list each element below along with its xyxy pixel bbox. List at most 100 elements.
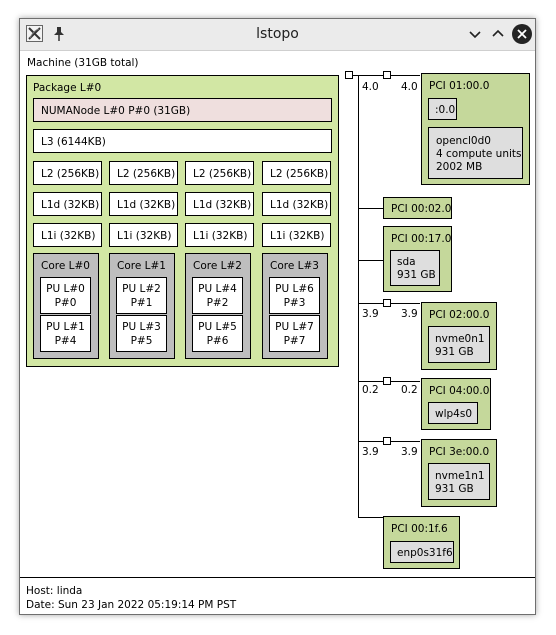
lstopo-window: lstopo Machine (31GB total) Package L#0 … (19, 18, 536, 615)
pu-label: PU L#2 (122, 283, 161, 295)
link-speed: 3.9 (362, 446, 379, 458)
pu-label: PU L#4 (198, 283, 237, 295)
app-x-icon[interactable] (26, 25, 43, 42)
l1i-cache: L1i (32KB) (109, 223, 178, 247)
pci-device-00-02-0[interactable]: PCI 00:02.0 (383, 197, 452, 219)
pu-label: PU L#7 (275, 321, 314, 333)
os-device-label: :0.0 (435, 104, 456, 116)
l3-label: L3 (6144KB) (41, 136, 106, 148)
l1d-cache: L1d (32KB) (33, 192, 102, 216)
l1d-cache: L1d (32KB) (109, 192, 178, 216)
package-label: Package L#0 (33, 82, 102, 94)
bridge-link (391, 441, 420, 442)
l1i-cache: L1i (32KB) (262, 223, 331, 247)
os-device-sda[interactable]: sda 931 GB (390, 250, 440, 286)
os-device-detail: 931 GB (435, 483, 474, 495)
minimize-button[interactable] (466, 25, 484, 43)
host-bridge (345, 71, 353, 79)
close-icon (517, 29, 527, 39)
os-device-detail: 2002 MB (436, 161, 483, 173)
os-device-label: nvme1n1 (435, 470, 485, 482)
os-device-detail: 931 GB (397, 269, 436, 281)
close-button[interactable] (512, 24, 532, 44)
machine-label: Machine (31GB total) (27, 57, 139, 69)
os-device-label: wlp4s0 (435, 408, 473, 420)
date-label: Date: Sun 23 Jan 2022 05:19:14 PM PST (26, 599, 237, 611)
pu-os-index: P#0 (54, 297, 77, 309)
bridge-link (358, 75, 383, 76)
footer-separator (20, 577, 535, 578)
l2-label: L2 (256KB) (117, 168, 176, 180)
os-device-nvme1n1[interactable]: nvme1n1 931 GB (428, 463, 490, 500)
os-device-label: nvme0n1 (435, 333, 485, 345)
numa-label: NUMANode L#0 P#0 (31GB) (41, 105, 191, 117)
l2-label: L2 (256KB) (41, 168, 100, 180)
pu-os-index: P#4 (54, 335, 77, 347)
pu-os-index: P#3 (283, 297, 306, 309)
pci-label: PCI 02:00.0 (429, 309, 490, 321)
l1i-label: L1i (32KB) (117, 230, 172, 242)
core-label: Core L#0 (41, 260, 90, 272)
l1d-label: L1d (32KB) (270, 199, 329, 211)
os-device-wlp4s0[interactable]: wlp4s0 (428, 402, 478, 424)
l2-label: L2 (256KB) (270, 168, 329, 180)
l2-label: L2 (256KB) (193, 168, 252, 180)
l1d-cache: L1d (32KB) (185, 192, 254, 216)
os-device[interactable]: :0.0 (428, 98, 457, 120)
pu-label: PU L#3 (122, 321, 161, 333)
bus-link (358, 208, 383, 209)
l1i-cache: L1i (32KB) (185, 223, 254, 247)
os-device-label: sda (397, 256, 416, 268)
pu-os-index: P#5 (130, 335, 153, 347)
os-device-nvme0n1[interactable]: nvme0n1 931 GB (428, 326, 490, 363)
maximize-button[interactable] (489, 25, 507, 43)
bus-link (358, 517, 383, 518)
bridge-link (358, 303, 383, 304)
os-device-opencl[interactable]: opencl0d0 4 compute units 2002 MB (428, 127, 523, 179)
pci-label: PCI 00:17.0 (391, 233, 452, 245)
l1d-label: L1d (32KB) (41, 199, 100, 211)
pu-os-index: P#6 (206, 335, 229, 347)
core-label: Core L#2 (193, 260, 242, 272)
l1d-label: L1d (32KB) (193, 199, 252, 211)
os-device-enp0s31f6[interactable]: enp0s31f6 (390, 541, 454, 563)
l2-cache: L2 (256KB) (185, 161, 254, 185)
l1i-cache: L1i (32KB) (33, 223, 102, 247)
pci-bridge (383, 437, 391, 445)
pci-bridge (383, 299, 391, 307)
core-label: Core L#1 (117, 260, 166, 272)
bridge-link (398, 75, 420, 76)
bridge-link (358, 441, 383, 442)
pu-label: PU L#5 (198, 321, 237, 333)
pu-label: PU L#1 (46, 321, 85, 333)
link-speed: 3.9 (401, 446, 418, 458)
l3-cache: L3 (6144KB) (33, 129, 332, 153)
os-device-label: opencl0d0 (436, 135, 491, 147)
pci-bridge (383, 71, 391, 79)
l1i-label: L1i (32KB) (270, 230, 325, 242)
bus-link (358, 260, 383, 261)
numa-node: NUMANode L#0 P#0 (31GB) (33, 98, 332, 122)
bridge-link (353, 75, 358, 76)
link-speed: 0.2 (362, 384, 379, 396)
pu-label: PU L#6 (275, 283, 314, 295)
link-speed: 4.0 (401, 81, 418, 93)
l1d-cache: L1d (32KB) (262, 192, 331, 216)
core-label: Core L#3 (270, 260, 319, 272)
title-bar[interactable]: lstopo (20, 19, 535, 51)
l2-cache: L2 (256KB) (262, 161, 331, 185)
bridge-link (391, 75, 398, 76)
os-device-label: enp0s31f6 (397, 547, 453, 559)
link-speed: 4.0 (362, 81, 379, 93)
l1i-label: L1i (32KB) (41, 230, 96, 242)
pin-icon[interactable] (52, 26, 66, 42)
link-speed: 3.9 (362, 308, 379, 320)
os-device-detail: 4 compute units (436, 148, 522, 160)
l2-cache: L2 (256KB) (109, 161, 178, 185)
